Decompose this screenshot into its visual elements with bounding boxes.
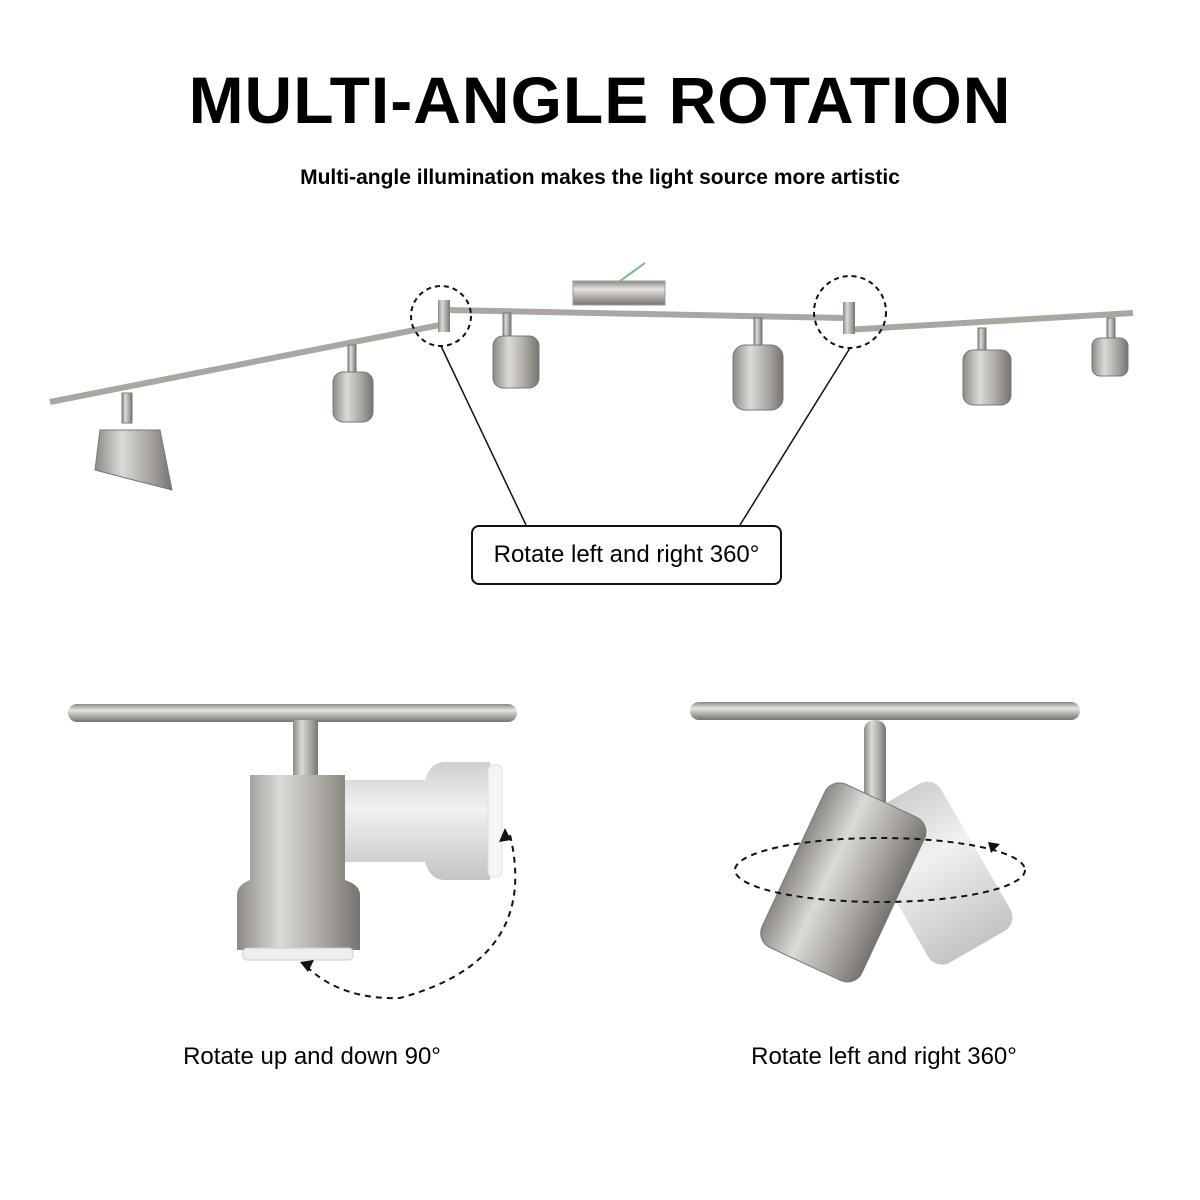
track-light-fixture [49, 262, 1134, 526]
page-title: MULTI-ANGLE ROTATION [188, 63, 1012, 137]
swivel-caption: Rotate left and right 360° [751, 1043, 1017, 1070]
swivel-detail [690, 702, 1080, 983]
rotation-callout: Rotate left and right 360° [471, 525, 782, 585]
tilt-detail [68, 704, 517, 1000]
tilt-caption: Rotate up and down 90° [183, 1043, 441, 1070]
page-subtitle: Multi-angle illumination makes the light… [300, 166, 900, 189]
